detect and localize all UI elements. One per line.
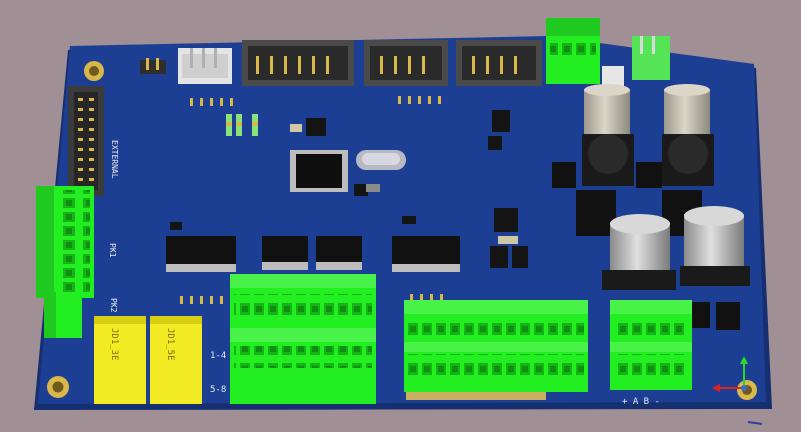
row-5-8-label: 5-8	[210, 385, 226, 395]
external-header	[68, 86, 104, 196]
pin-row-middle	[180, 294, 443, 304]
terminal-block-top	[546, 18, 600, 84]
pk2-label: PK2	[109, 298, 118, 313]
pin-rows-top	[190, 96, 441, 106]
terminal-block-rs485	[610, 300, 692, 390]
crystal	[356, 150, 406, 170]
ic-row	[166, 236, 460, 272]
diodes	[690, 302, 740, 330]
box-header-1	[242, 40, 354, 86]
inductor-2	[662, 134, 714, 186]
pin-strip-bottom	[406, 392, 546, 400]
white-part	[602, 66, 624, 86]
beige-capacitor-2	[664, 84, 710, 134]
rs485-pins-label: + A B -	[622, 397, 660, 407]
terminal-block-pk2	[44, 292, 82, 338]
relay-1-label: JD1_3E	[109, 328, 119, 361]
beige-capacitor-1	[584, 84, 630, 134]
electrolytic-cap-2	[680, 206, 750, 286]
white-connector	[178, 48, 232, 84]
green-jumper	[632, 36, 670, 80]
leds	[226, 114, 258, 136]
box-header-3	[456, 40, 542, 86]
view-cursor	[747, 421, 763, 425]
relay-2: JD1_5E	[150, 316, 202, 404]
box-header-2	[364, 40, 448, 86]
row-1-4-label: 1-4	[210, 351, 226, 361]
smd-components	[170, 110, 528, 268]
pk1-label: PK1	[108, 243, 117, 258]
external-label: EXTERNAL	[110, 140, 119, 179]
terminal-block-pk1	[36, 186, 94, 298]
electrolytic-cap-1	[602, 214, 676, 290]
mounting-holes	[47, 61, 757, 400]
terminal-block-middle	[404, 300, 588, 392]
terminal-block-5-8	[230, 328, 376, 404]
relay-1: JD1_3E	[94, 316, 146, 404]
inductor-1	[582, 134, 634, 186]
axis-gizmo	[712, 356, 748, 392]
small-header-top	[140, 58, 166, 74]
relay-2-label: JD1_5E	[165, 328, 175, 361]
mcu-chip	[290, 150, 348, 192]
terminal-block-1-4	[230, 274, 376, 330]
